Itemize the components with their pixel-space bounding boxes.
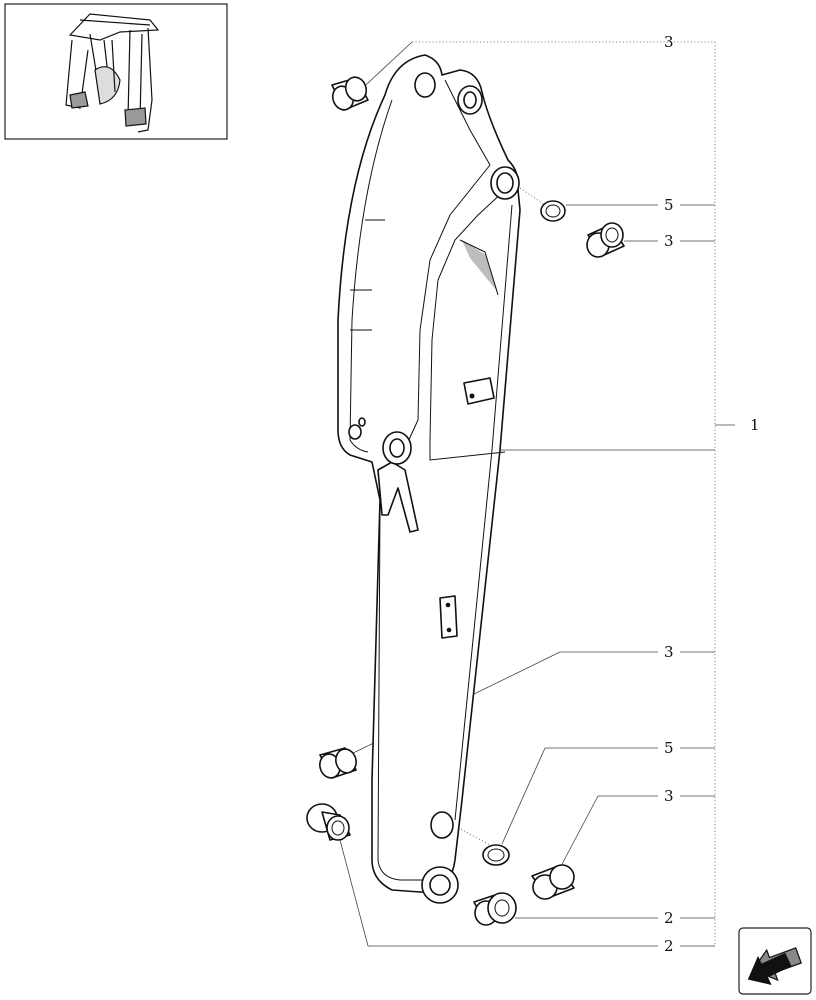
lower-bracket-hole-2 <box>446 627 452 633</box>
spacer-ring-lower[interactable] <box>482 844 510 866</box>
back-arrow-icon <box>747 947 802 986</box>
back-navigation-button[interactable] <box>738 927 812 995</box>
callout-1-arm[interactable]: 1 <box>750 416 760 434</box>
arm-side-plate <box>394 79 491 471</box>
side-hole-2 <box>358 417 366 427</box>
mid-bracket-hole <box>469 393 475 399</box>
callout-3-upper[interactable]: 3 <box>664 232 674 250</box>
arm-outer-outline <box>337 54 521 893</box>
arm-slot-1 <box>350 219 385 331</box>
lower-bracket <box>439 595 458 639</box>
bushing-lower-left[interactable] <box>317 747 359 780</box>
callout-2-bottom[interactable]: 2 <box>664 909 674 927</box>
excavator-arm[interactable] <box>337 54 521 904</box>
flanged-bushing-bottom[interactable] <box>473 892 517 926</box>
callout-5-upper[interactable]: 5 <box>664 196 674 214</box>
arm-lower-edge <box>377 499 440 881</box>
thumbnail-panel[interactable] <box>4 3 228 140</box>
bushing-upper-right[interactable] <box>586 222 625 258</box>
callout-3-lower-right[interactable]: 3 <box>664 787 674 805</box>
flanged-bushing-left[interactable] <box>306 803 351 841</box>
top-pin-hole-left <box>414 72 436 98</box>
arm-gusset-outline <box>459 239 499 296</box>
arm-edge-line <box>454 204 513 821</box>
top-pin-hole-right <box>463 91 477 109</box>
callout-2-left[interactable]: 2 <box>664 937 674 955</box>
bushing-top[interactable] <box>329 74 369 112</box>
excavator-arm-thumbnail-icon <box>65 13 160 133</box>
callout-labels: 3 5 3 1 3 5 3 2 2 <box>664 33 760 955</box>
callout-3-lower-left[interactable]: 3 <box>664 643 674 661</box>
spacer-ring-upper[interactable] <box>540 200 566 222</box>
arm-upper-flange <box>349 99 393 453</box>
middle-pin-hole <box>389 438 405 458</box>
arm-inner-rib <box>429 189 506 461</box>
bushing-lower-right[interactable] <box>531 864 575 900</box>
upper-pivot-hole <box>496 172 514 194</box>
bottom-pin-hole <box>429 874 451 896</box>
lower-bracket-hole-1 <box>445 602 451 608</box>
arm-gusset <box>462 240 498 292</box>
callout-3-top[interactable]: 3 <box>664 33 674 51</box>
callout-5-lower[interactable]: 5 <box>664 739 674 757</box>
side-hole-1 <box>348 424 362 440</box>
lower-pin-hole <box>430 811 454 839</box>
